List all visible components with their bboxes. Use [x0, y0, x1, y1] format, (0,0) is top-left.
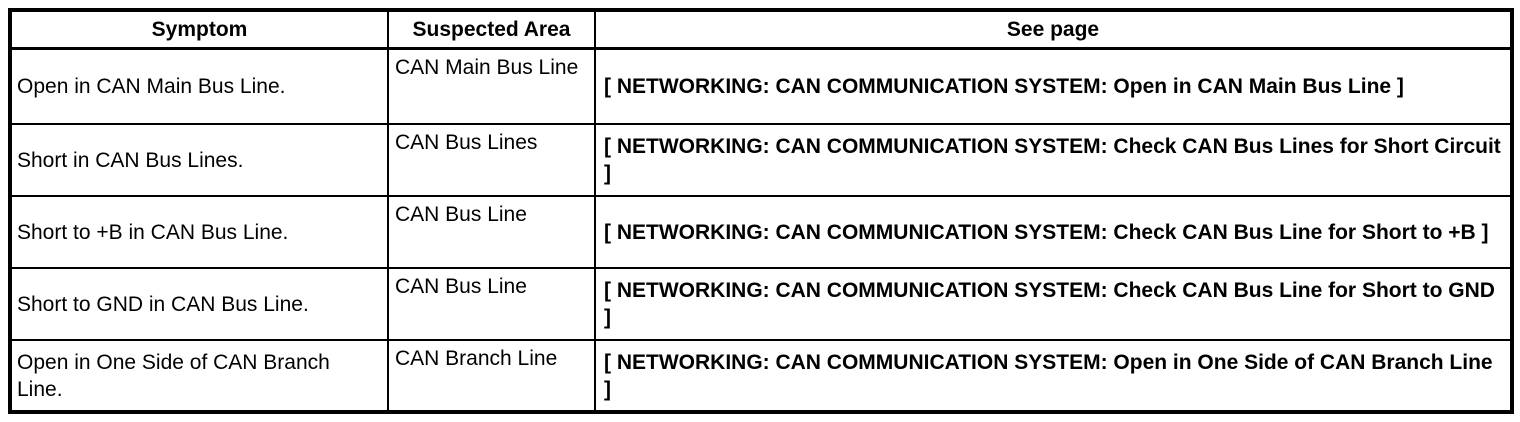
table-row: Short in CAN Bus Lines. CAN Bus Lines [ …	[9, 123, 1513, 197]
table-row: Open in CAN Main Bus Line. CAN Main Bus …	[9, 47, 1513, 125]
see-page-cell: [ NETWORKING: CAN COMMUNICATION SYSTEM: …	[594, 195, 1513, 269]
table-header-row: Symptom Suspected Area See page	[9, 9, 1513, 50]
see-page-link[interactable]: [ NETWORKING: CAN COMMUNICATION SYSTEM: …	[604, 74, 1404, 98]
table-row: Open in One Side of CAN Branch Line. CAN…	[9, 339, 1513, 413]
symptom-cell: Short to GND in CAN Bus Line.	[9, 267, 389, 341]
table-row: Short to GND in CAN Bus Line. CAN Bus Li…	[9, 267, 1513, 341]
see-page-link[interactable]: [ NETWORKING: CAN COMMUNICATION SYSTEM: …	[604, 279, 1495, 329]
see-page-link[interactable]: [ NETWORKING: CAN COMMUNICATION SYSTEM: …	[604, 350, 1493, 401]
suspected-area-cell: CAN Bus Line	[387, 267, 596, 341]
suspected-area-cell: CAN Bus Lines	[387, 123, 596, 197]
symptom-troubleshooting-table: Symptom Suspected Area See page Open in …	[8, 8, 1514, 414]
header-suspected-area: Suspected Area	[387, 9, 596, 50]
suspected-area-cell: CAN Branch Line	[387, 339, 596, 413]
header-see-page: See page	[594, 9, 1513, 50]
see-page-cell: [ NETWORKING: CAN COMMUNICATION SYSTEM: …	[594, 47, 1513, 125]
symptom-cell: Short in CAN Bus Lines.	[9, 123, 389, 197]
see-page-link[interactable]: [ NETWORKING: CAN COMMUNICATION SYSTEM: …	[604, 220, 1489, 244]
see-page-cell: [ NETWORKING: CAN COMMUNICATION SYSTEM: …	[594, 339, 1513, 413]
suspected-area-cell: CAN Main Bus Line	[387, 47, 596, 125]
see-page-cell: [ NETWORKING: CAN COMMUNICATION SYSTEM: …	[594, 123, 1513, 197]
see-page-link[interactable]: [ NETWORKING: CAN COMMUNICATION SYSTEM: …	[604, 135, 1501, 185]
symptom-cell: Short to +B in CAN Bus Line.	[9, 195, 389, 269]
table-row: Short to +B in CAN Bus Line. CAN Bus Lin…	[9, 195, 1513, 269]
see-page-cell: [ NETWORKING: CAN COMMUNICATION SYSTEM: …	[594, 267, 1513, 341]
symptom-cell: Open in One Side of CAN Branch Line.	[9, 339, 389, 413]
suspected-area-cell: CAN Bus Line	[387, 195, 596, 269]
header-symptom: Symptom	[9, 9, 389, 50]
symptom-cell: Open in CAN Main Bus Line.	[9, 47, 389, 125]
